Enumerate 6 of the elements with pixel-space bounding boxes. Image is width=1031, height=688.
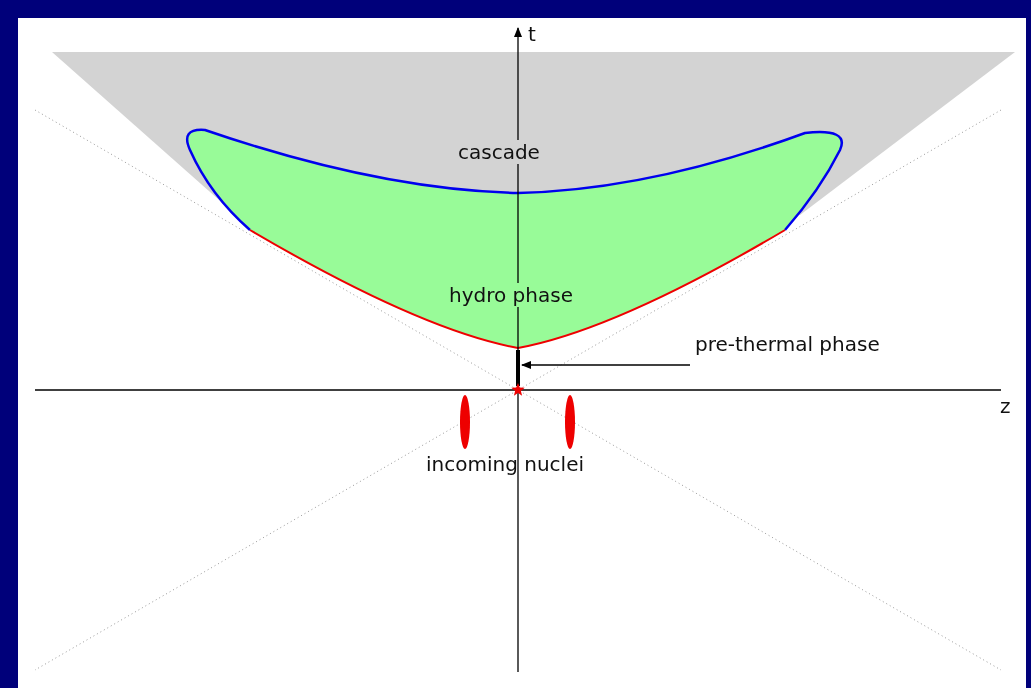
axis-label: t [528,22,536,46]
leader-line [521,361,691,369]
pre-thermal-segment [516,350,520,386]
caption-text: incoming nuclei [426,452,584,476]
callout-text: pre-thermal phase [695,332,880,356]
axis-label: z [1000,394,1011,418]
